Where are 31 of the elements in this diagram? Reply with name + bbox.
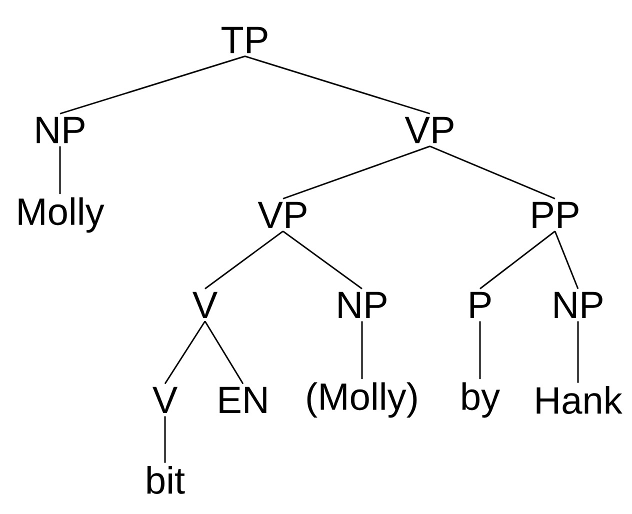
branch-line — [577, 321, 579, 383]
branch-line — [164, 320, 206, 384]
tree-label: by — [462, 382, 500, 418]
branch-line — [204, 230, 284, 290]
branch-line — [479, 321, 481, 380]
branch-line — [282, 230, 362, 290]
tree-label: (Molly) — [307, 382, 417, 418]
branch-line — [430, 146, 556, 200]
tree-label: bit — [147, 466, 185, 494]
branch-line — [204, 320, 244, 384]
branch-line — [59, 146, 61, 194]
tree-label: Molly — [18, 197, 104, 233]
branch-line — [282, 146, 430, 200]
tree-label: P — [470, 292, 491, 318]
tree-label: NP — [338, 292, 386, 318]
tree-label: VP — [404, 116, 454, 144]
tree-label: VP — [258, 202, 306, 228]
tree-label: EN — [220, 386, 266, 414]
branch-line — [244, 56, 430, 114]
tree-label: Hank — [536, 386, 622, 414]
tree-label: PP — [532, 202, 578, 228]
branch-line — [554, 230, 579, 289]
branch-line — [480, 230, 556, 290]
tree-label: V — [192, 292, 218, 318]
tree-label: TP — [222, 26, 268, 54]
branch-line — [164, 416, 166, 463]
branch-line — [361, 321, 363, 380]
branch-line — [60, 56, 246, 114]
tree-label: NP — [554, 292, 602, 318]
tree-label: NP — [36, 116, 84, 144]
tree-label: V — [152, 386, 178, 414]
